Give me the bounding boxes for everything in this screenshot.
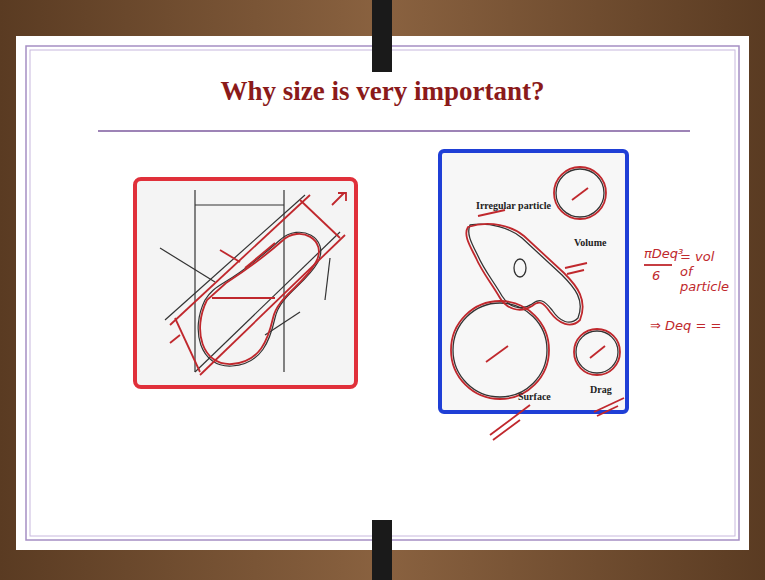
slide-sheet — [16, 36, 749, 550]
top-clip — [372, 0, 392, 72]
surface-label: Surface — [518, 391, 551, 402]
equivalent-diameter-box — [440, 151, 627, 412]
slide-border-inner — [30, 50, 735, 536]
bottom-clip — [372, 520, 392, 580]
feret-annotations — [170, 193, 346, 375]
formula-equivalent: ⇒ Deq = = — [650, 318, 721, 333]
title-rule — [98, 130, 690, 132]
formula-result: = vol of particle — [680, 250, 726, 295]
feret-box — [135, 179, 356, 387]
equivalent-sketch — [453, 169, 618, 397]
particle-label: Irregular particle — [476, 200, 551, 211]
equivalent-annotations — [451, 167, 672, 440]
drag-label: Drag — [590, 384, 612, 395]
formula-numerator: πDeq³ — [644, 246, 683, 261]
volume-label: Volume — [574, 237, 606, 248]
slide-border — [26, 46, 739, 540]
slide-title: Why size is very important? — [0, 76, 765, 107]
formula-denominator: 6 — [652, 268, 660, 283]
feret-sketch — [160, 190, 340, 372]
